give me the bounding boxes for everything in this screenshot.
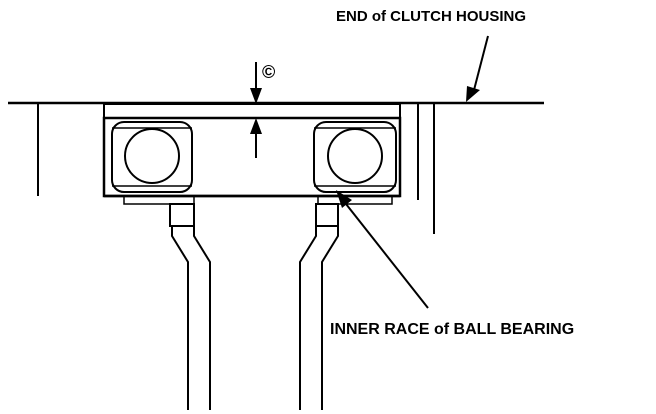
inner-race-leader-arrow bbox=[336, 190, 429, 309]
clutch-housing-leader-arrow bbox=[466, 35, 489, 102]
clutch-housing-end-label: END of CLUTCH HOUSING bbox=[336, 8, 526, 25]
release-fork-left bbox=[169, 203, 211, 410]
right-ball bbox=[327, 128, 383, 184]
dimension-marker-label: © bbox=[262, 62, 275, 82]
release-fork-right bbox=[299, 203, 339, 410]
dimension-arrows bbox=[250, 62, 262, 158]
housing-walls bbox=[37, 103, 435, 234]
bearing-assembly bbox=[102, 103, 402, 205]
inner-race-label: INNER RACE of BALL BEARING bbox=[330, 321, 574, 338]
left-ball bbox=[124, 128, 180, 184]
